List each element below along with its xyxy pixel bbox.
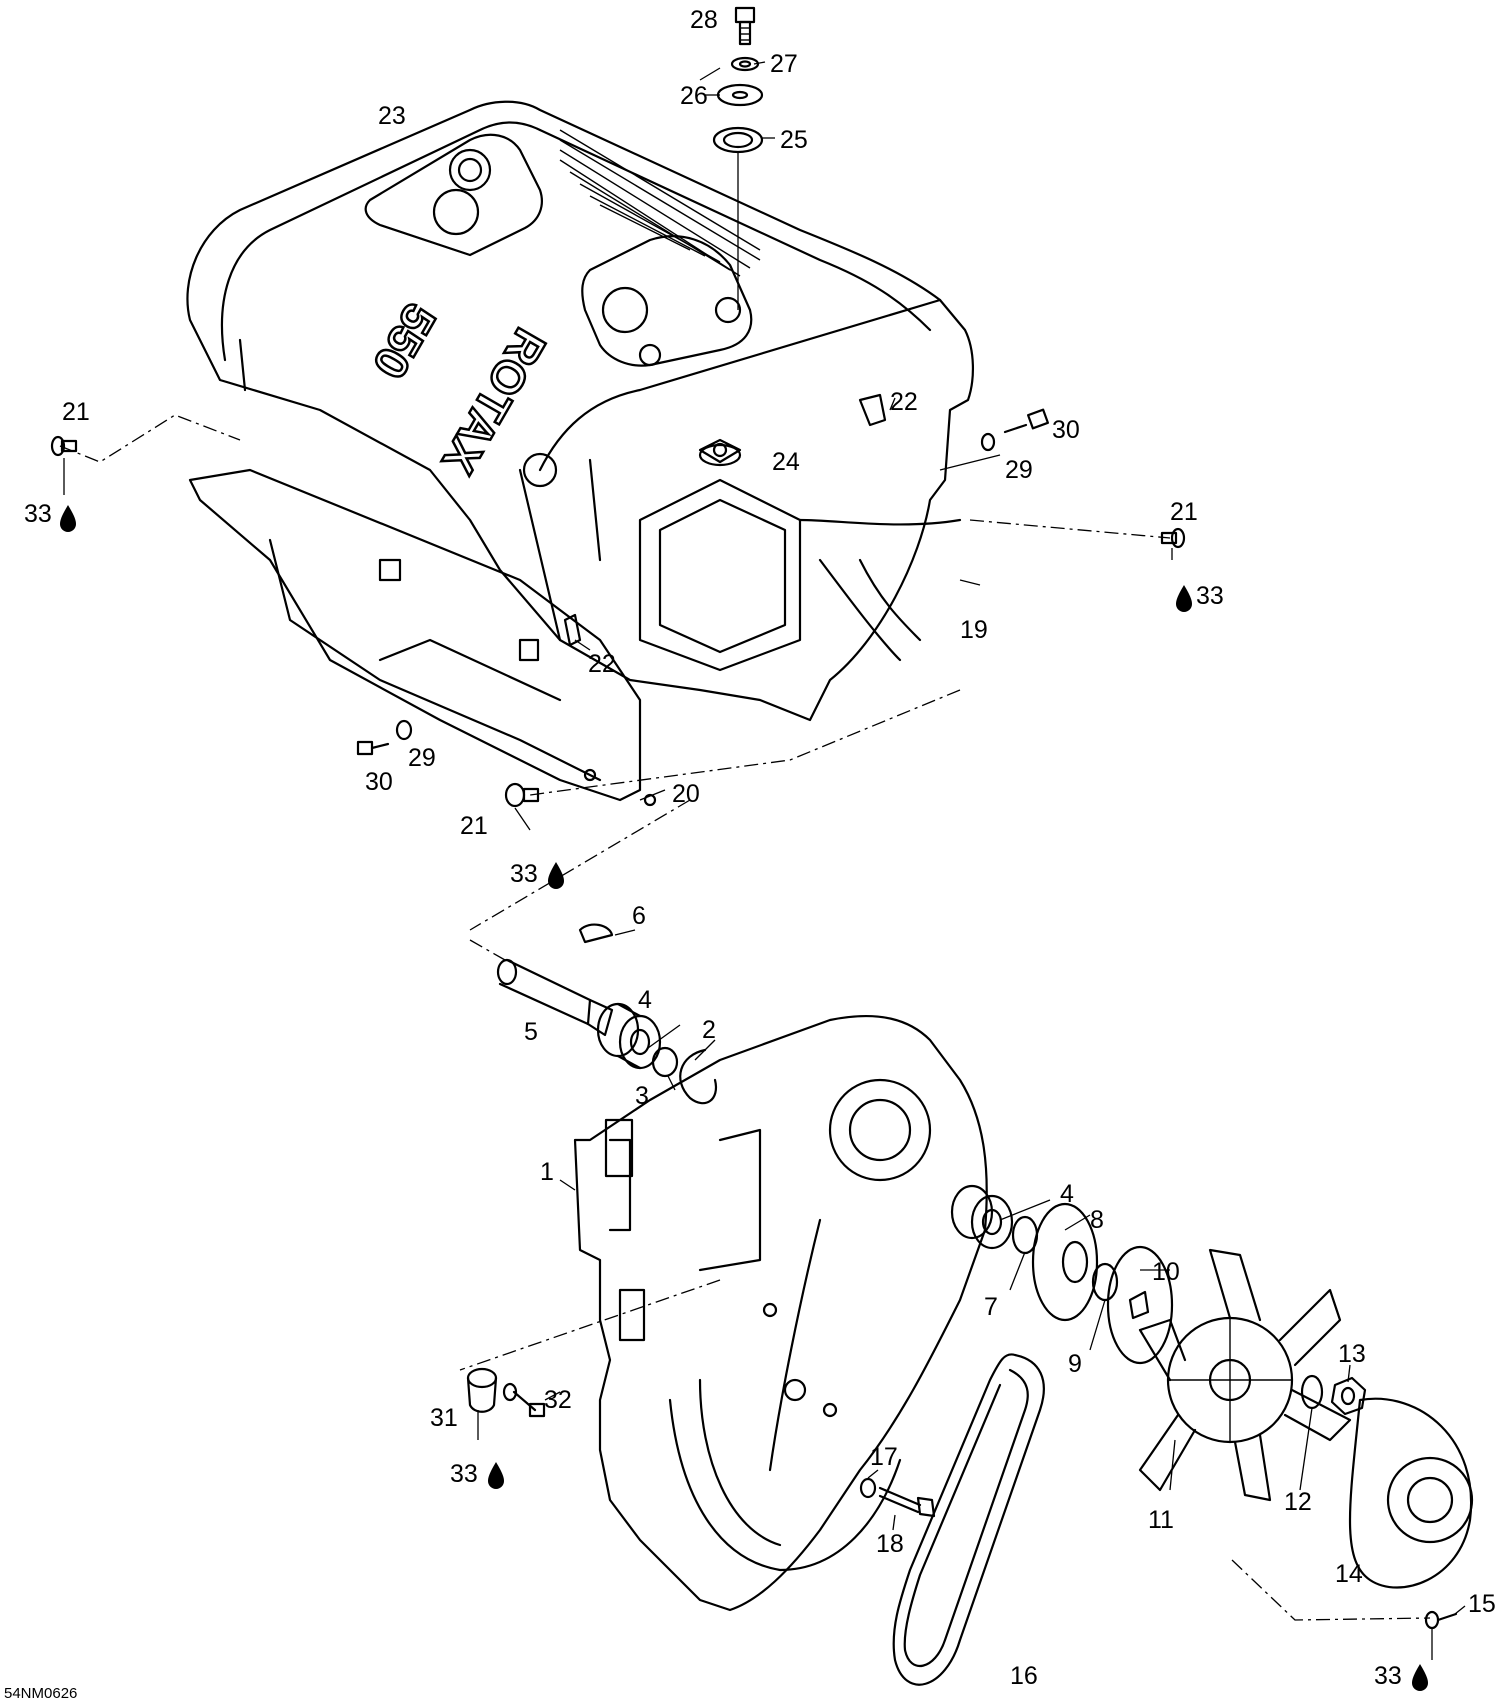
callout-7: 7 — [984, 1293, 998, 1321]
pulley-half-8 — [1031, 1202, 1099, 1322]
screw-21b — [1160, 527, 1186, 549]
callout-33a: 33 — [24, 500, 52, 528]
callout-22b: 22 — [588, 650, 616, 678]
callout-3: 3 — [635, 1082, 649, 1110]
oil-drop-icon — [60, 505, 76, 532]
callout-5: 5 — [524, 1018, 538, 1046]
callout-17: 17 — [870, 1443, 898, 1471]
drive-belt-16 — [892, 1353, 1045, 1686]
callout-16: 16 — [1010, 1662, 1038, 1690]
grommet-25 — [712, 126, 764, 154]
callout-25: 25 — [780, 126, 808, 154]
callout-4b: 4 — [1060, 1180, 1074, 1208]
fan-cover-housing: ROTAX 550 — [186, 100, 975, 807]
leader-lines — [63, 61, 1466, 1660]
callout-30b: 30 — [365, 768, 393, 796]
callout-9: 9 — [1068, 1350, 1082, 1378]
callout-6: 6 — [632, 902, 646, 930]
diagram-code: 54NM0626 — [4, 1685, 77, 1702]
screw-21a — [50, 435, 78, 457]
pulley-half-10 — [1106, 1245, 1174, 1365]
washer-26 — [716, 83, 764, 107]
callout-14: 14 — [1335, 1560, 1363, 1588]
circlip-2 — [679, 1048, 718, 1105]
oil-drop-icon — [1412, 1664, 1428, 1691]
callout-32: 32 — [544, 1386, 572, 1414]
key-6 — [578, 923, 614, 944]
callout-4a: 4 — [638, 986, 652, 1014]
callout-20: 20 — [672, 780, 700, 808]
callout-21a: 21 — [62, 398, 90, 426]
shim-9 — [1091, 1262, 1119, 1302]
callout-29b: 29 — [408, 744, 436, 772]
cooling-fan-11 — [1138, 1248, 1352, 1502]
callout-labels: 28 27 26 25 23 22 30 29 24 21 33 21 33 1… — [24, 6, 1496, 1690]
callout-8: 8 — [1090, 1206, 1104, 1234]
lock-washer-27 — [730, 56, 760, 72]
screw-30b — [356, 740, 390, 756]
callout-30a: 30 — [1052, 416, 1080, 444]
fan-shaft-5 — [496, 958, 614, 1037]
callout-24: 24 — [772, 448, 800, 476]
callout-33e: 33 — [1374, 1662, 1402, 1690]
bolt-28 — [734, 6, 756, 46]
callout-11: 11 — [1148, 1506, 1174, 1534]
washer-29a — [980, 432, 996, 452]
washer-29b — [395, 719, 413, 741]
clip-22a — [858, 393, 887, 427]
oil-drop-icon — [548, 862, 564, 889]
oil-drop-icon — [1176, 585, 1192, 612]
screw-21c — [504, 782, 540, 808]
lubricant-drop-icons — [60, 505, 1428, 1691]
fan-housing-1 — [573, 1014, 988, 1612]
screw-32 — [502, 1382, 546, 1418]
model-text: 550 — [363, 295, 446, 387]
callout-21c: 21 — [460, 812, 488, 840]
callout-15: 15 — [1468, 1590, 1496, 1618]
clip-22b — [563, 613, 582, 647]
callout-12: 12 — [1284, 1488, 1312, 1516]
callout-13: 13 — [1338, 1340, 1366, 1368]
grommet-24 — [698, 443, 742, 467]
screw-30a — [1003, 408, 1050, 434]
callout-21b: 21 — [1170, 498, 1198, 526]
screw-18 — [878, 1486, 936, 1518]
bearing-4a — [596, 1002, 662, 1070]
callout-1: 1 — [540, 1158, 554, 1186]
callout-33b: 33 — [1196, 582, 1224, 610]
bearing-4b — [950, 1184, 1014, 1250]
callout-22a: 22 — [890, 388, 918, 416]
callout-18: 18 — [876, 1530, 904, 1558]
pulley-cover-14 — [1348, 1397, 1474, 1589]
washer-17 — [859, 1477, 877, 1499]
callout-23: 23 — [378, 102, 406, 130]
spacer-3 — [651, 1046, 679, 1078]
oil-drop-icon — [488, 1462, 504, 1489]
callout-26: 26 — [680, 82, 708, 110]
callout-29a: 29 — [1005, 456, 1033, 484]
callout-33d: 33 — [450, 1460, 478, 1488]
callout-28: 28 — [690, 6, 718, 34]
callout-27: 27 — [770, 50, 798, 78]
centerlines — [59, 414, 1431, 1621]
callout-2: 2 — [702, 1016, 716, 1044]
callout-33c: 33 — [510, 860, 538, 888]
washer-12 — [1300, 1374, 1324, 1410]
callout-19: 19 — [960, 616, 988, 644]
brand-text: ROTAX — [432, 320, 556, 483]
plug-31 — [466, 1367, 498, 1413]
nut-13 — [1330, 1376, 1367, 1416]
callout-31: 31 — [430, 1404, 458, 1432]
screw-15 — [1424, 1610, 1458, 1630]
callout-10: 10 — [1152, 1258, 1180, 1286]
